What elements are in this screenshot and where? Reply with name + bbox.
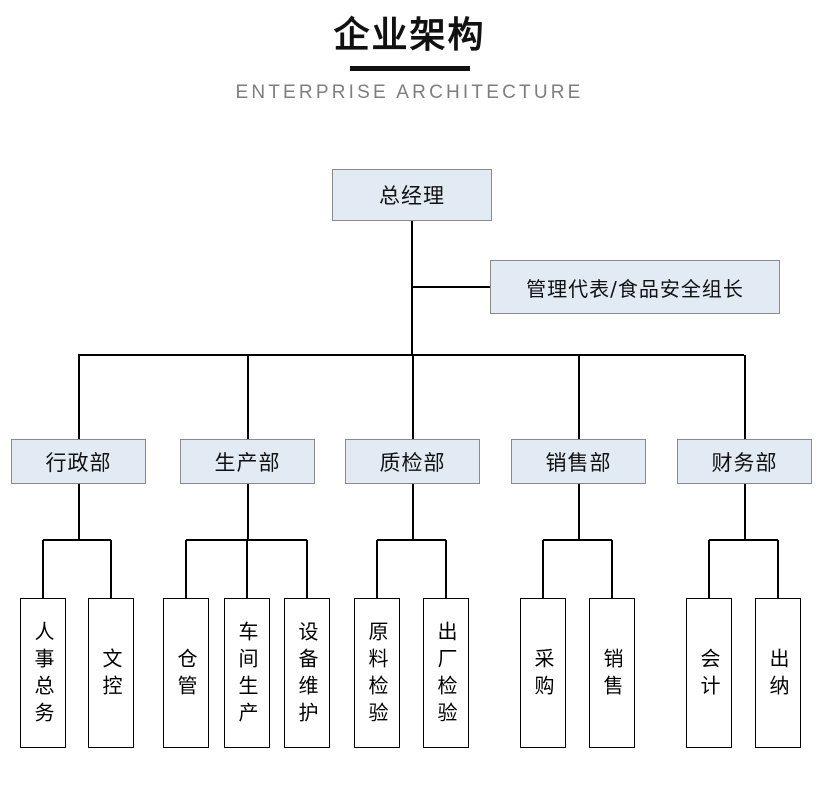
node-leaf-purchasing-label: 采购 bbox=[531, 648, 555, 702]
page-title: 企业架构 bbox=[333, 15, 486, 56]
node-leaf-doc-label: 文控 bbox=[99, 648, 123, 702]
node-dept-admin[interactable]: 行政部 bbox=[11, 439, 146, 484]
node-leaf-selling-label: 销售 bbox=[600, 648, 624, 702]
node-mgmt-rep[interactable]: 管理代表/食品安全组长 bbox=[490, 260, 780, 314]
node-dept-production[interactable]: 生产部 bbox=[180, 439, 315, 484]
node-leaf-accounting[interactable]: 会计 bbox=[686, 598, 732, 748]
node-dept-sales-label: 销售部 bbox=[545, 450, 612, 475]
node-leaf-selling[interactable]: 销售 bbox=[589, 598, 635, 748]
node-leaf-workshop-label: 车间生产 bbox=[235, 621, 259, 729]
node-leaf-warehouse-label: 仓管 bbox=[174, 648, 198, 702]
node-leaf-doc[interactable]: 文控 bbox=[88, 598, 134, 748]
node-leaf-workshop[interactable]: 车间生产 bbox=[224, 598, 270, 748]
page-subtitle: ENTERPRISE ARCHITECTURE bbox=[235, 82, 584, 103]
node-dept-qc[interactable]: 质检部 bbox=[345, 439, 480, 484]
node-leaf-hr-label: 人事总务 bbox=[31, 621, 55, 729]
node-leaf-final-inspect-label: 出厂检验 bbox=[434, 621, 458, 729]
node-leaf-raw-inspect[interactable]: 原料检验 bbox=[354, 598, 400, 748]
node-leaf-final-inspect[interactable]: 出厂检验 bbox=[423, 598, 469, 748]
node-leaf-cashier[interactable]: 出纳 bbox=[755, 598, 801, 748]
node-dept-qc-label: 质检部 bbox=[379, 450, 446, 475]
node-leaf-cashier-label: 出纳 bbox=[766, 648, 790, 702]
node-dept-admin-label: 行政部 bbox=[45, 450, 112, 475]
title-divider bbox=[349, 66, 470, 71]
node-leaf-equipment[interactable]: 设备维护 bbox=[284, 598, 330, 748]
node-leaf-raw-inspect-label: 原料检验 bbox=[365, 621, 389, 729]
node-leaf-warehouse[interactable]: 仓管 bbox=[163, 598, 209, 748]
node-dept-sales[interactable]: 销售部 bbox=[511, 439, 646, 484]
node-leaf-accounting-label: 会计 bbox=[697, 648, 721, 702]
node-dept-finance-label: 财务部 bbox=[711, 450, 778, 475]
node-mgmt-rep-label: 管理代表/食品安全组长 bbox=[526, 276, 744, 301]
node-leaf-purchasing[interactable]: 采购 bbox=[520, 598, 566, 748]
node-leaf-hr[interactable]: 人事总务 bbox=[20, 598, 66, 748]
chart-header: 企业架构 ENTERPRISE ARCHITECTURE bbox=[0, 0, 819, 104]
node-dept-finance[interactable]: 财务部 bbox=[677, 439, 812, 484]
node-gm-label: 总经理 bbox=[379, 184, 445, 208]
node-gm[interactable]: 总经理 bbox=[332, 169, 492, 221]
node-leaf-equipment-label: 设备维护 bbox=[295, 621, 319, 729]
node-dept-production-label: 生产部 bbox=[214, 450, 281, 475]
